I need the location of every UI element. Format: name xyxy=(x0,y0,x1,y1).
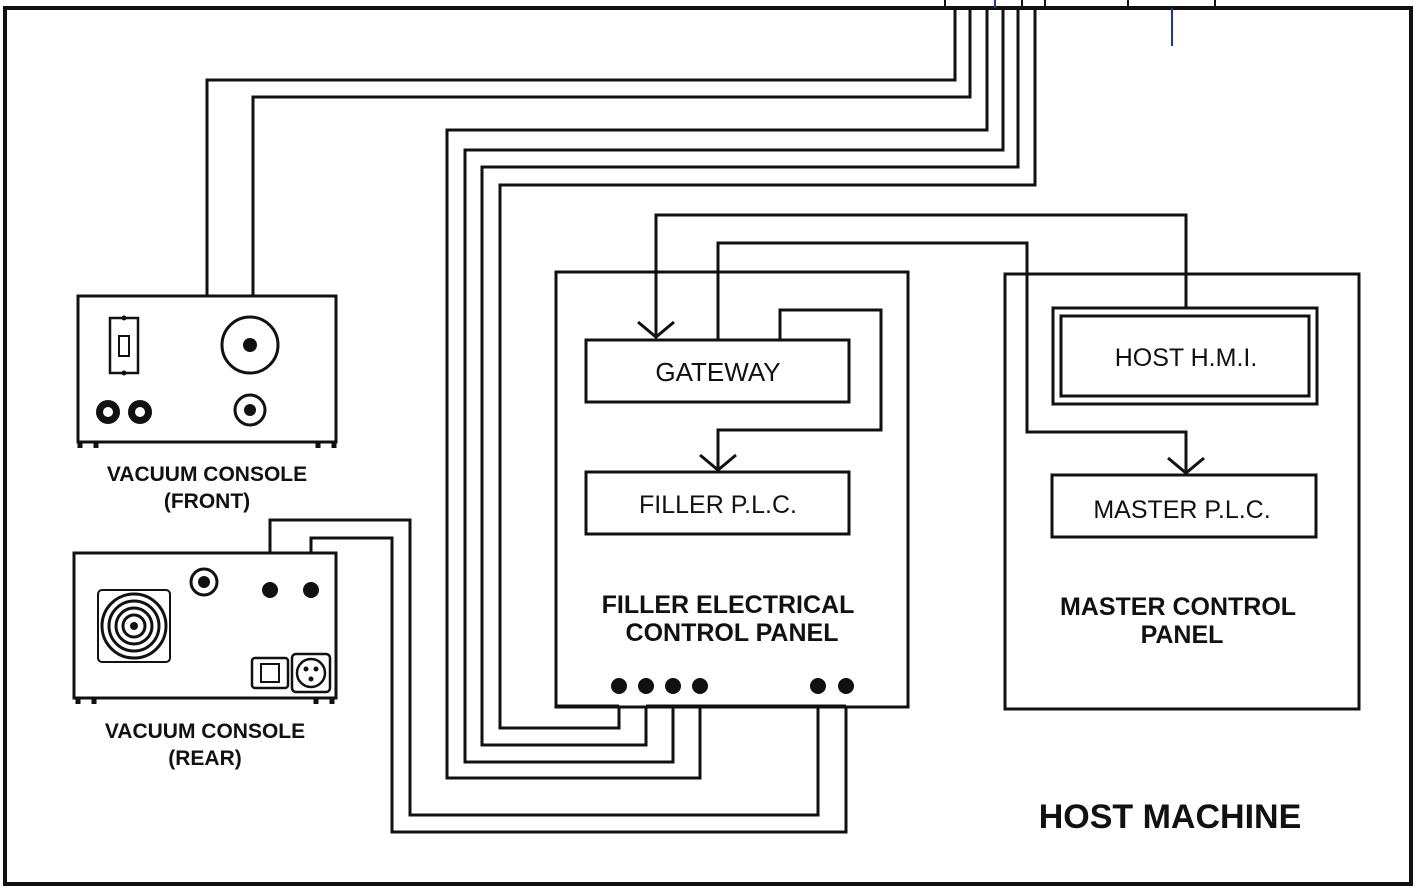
host-hmi-label: HOST H.M.I. xyxy=(1115,344,1258,372)
svg-text:(REAR): (REAR) xyxy=(168,747,242,770)
rear-fitting-icon xyxy=(189,567,219,597)
svg-text:FILLER ELECTRICAL: FILLER ELECTRICAL xyxy=(602,591,855,619)
rear-console-wires xyxy=(268,518,848,834)
terminal-icon xyxy=(810,678,826,694)
rear-terminal-icon xyxy=(262,582,278,598)
svg-text:VACUUM CONSOLE: VACUUM CONSOLE xyxy=(105,720,305,743)
host-machine-frame xyxy=(3,0,1413,886)
terminal-icon xyxy=(638,678,654,694)
large-port-icon xyxy=(220,315,280,375)
arrowheads xyxy=(637,320,1205,475)
knob-pair-icon xyxy=(96,400,152,424)
terminal-icon xyxy=(665,678,681,694)
rear-terminal-icon xyxy=(303,582,319,598)
upper-wire-bundle xyxy=(205,8,1037,780)
svg-text:CONTROL PANEL: CONTROL PANEL xyxy=(626,619,839,647)
terminal-icon xyxy=(692,678,708,694)
filler-plc-box: FILLER P.L.C. xyxy=(584,470,851,536)
vacuum-console-front xyxy=(76,294,338,448)
filler-panel-title: FILLER ELECTRICAL CONTROL PANEL xyxy=(602,591,855,647)
fan-icon xyxy=(97,589,171,663)
power-connector-icon xyxy=(290,652,332,694)
master-plc-label: MASTER P.L.C. xyxy=(1093,496,1270,524)
master-plc-box: MASTER P.L.C. xyxy=(1050,473,1318,539)
svg-text:(FRONT): (FRONT) xyxy=(164,490,250,513)
host-machine-label: HOST MACHINE xyxy=(1039,798,1302,836)
vacuum-console-rear xyxy=(72,551,338,704)
gateway-label: GATEWAY xyxy=(655,357,780,387)
power-inlet-icon xyxy=(250,656,290,690)
filler-panel-terminals xyxy=(611,678,854,694)
master-panel-title: MASTER CONTROL PANEL xyxy=(1060,593,1296,649)
svg-text:PANEL: PANEL xyxy=(1141,621,1224,649)
host-hmi-box: HOST H.M.I. xyxy=(1051,306,1319,406)
filler-plc-label: FILLER P.L.C. xyxy=(639,491,797,519)
vacuum-console-rear-label: VACUUM CONSOLE (REAR) xyxy=(105,720,305,770)
small-port-icon xyxy=(233,393,267,427)
gateway-box: GATEWAY xyxy=(584,338,851,404)
vacuum-console-front-label: VACUUM CONSOLE (FRONT) xyxy=(107,463,307,513)
terminal-icon xyxy=(838,678,854,694)
svg-text:VACUUM CONSOLE: VACUUM CONSOLE xyxy=(107,463,307,486)
power-switch-icon xyxy=(108,315,140,376)
panel-interconnect-wires xyxy=(556,213,1188,708)
terminal-icon xyxy=(611,678,627,694)
svg-text:MASTER CONTROL: MASTER CONTROL xyxy=(1060,593,1296,621)
